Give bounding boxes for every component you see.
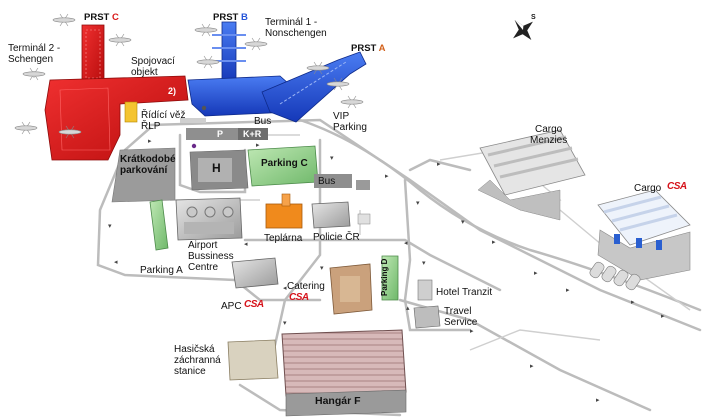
svg-text:▸: ▸	[470, 327, 474, 335]
svg-text:▸: ▸	[566, 286, 570, 294]
pier-a-label: PRST A	[351, 43, 386, 54]
apc-label: APC	[221, 301, 242, 312]
pier-c-letter: C	[111, 12, 119, 23]
bus-station-lot	[314, 174, 352, 188]
parking-a-label: Parking A	[140, 265, 183, 276]
pier-b-label: PRST B	[213, 12, 248, 23]
travel-service-building	[413, 305, 441, 329]
pier-c-label: PRST C	[84, 12, 119, 23]
marker-2-label: 2)	[168, 86, 177, 96]
svg-text:▸: ▸	[385, 172, 389, 180]
hangar-f-building	[281, 329, 407, 417]
road-cargo-link	[408, 158, 472, 172]
terminal-2-building	[44, 24, 189, 161]
terminal-2-main	[44, 75, 189, 161]
road-main-diagonal	[148, 118, 702, 332]
hotel-label: Hotel Tranzit	[436, 287, 493, 298]
marker-dot	[191, 143, 197, 149]
csa-logo-catering: CSA	[289, 292, 309, 303]
svg-text:▸: ▸	[661, 312, 665, 320]
svg-text:◂: ◂	[404, 239, 408, 247]
hangar-f-label: Hangár F	[315, 395, 361, 407]
svg-text:▾: ▾	[320, 264, 324, 272]
csa-logo-apc: CSA	[244, 299, 264, 310]
compass-mark: S	[531, 14, 536, 21]
svg-text:▸: ▸	[148, 137, 152, 145]
terminal-1-label: Terminál 1 -Nonschengen	[265, 17, 327, 39]
svg-text:▸: ▸	[631, 298, 635, 306]
pier-c	[81, 24, 105, 83]
control-tower	[124, 101, 138, 123]
cargo-menzies-building	[477, 129, 586, 221]
kiss-ride-label: K+R	[243, 129, 262, 139]
parking-d	[381, 255, 399, 301]
h-label: H	[212, 161, 221, 175]
bus-top-label: Bus	[254, 116, 272, 127]
cargo-label: Cargo	[634, 183, 662, 194]
police-building	[311, 201, 351, 229]
pier-b-letter: B	[240, 12, 248, 23]
svg-text:▾: ▾	[108, 222, 112, 230]
parking-d-label: Parking D	[380, 258, 389, 296]
airport-business-centre	[175, 197, 243, 241]
road-east-loop	[403, 178, 472, 332]
terminal-1-building	[187, 21, 367, 123]
svg-text:▸: ▸	[492, 238, 496, 246]
compass-rose	[513, 20, 533, 40]
svg-text:▾: ▾	[283, 319, 287, 327]
svg-text:▸: ▸	[530, 362, 534, 370]
road-west-loop	[96, 126, 237, 282]
catering-label: Catering	[287, 281, 325, 292]
road-middle-horizontal	[243, 238, 502, 292]
svg-text:◂: ◂	[244, 240, 248, 248]
svg-text:▾: ▾	[416, 199, 420, 207]
police-label: Policie ČR	[313, 232, 360, 243]
parking-p-lot	[186, 128, 242, 140]
parking-c-label: Parking C	[261, 158, 308, 169]
pier-a	[261, 51, 367, 123]
hotel-building	[417, 279, 433, 301]
parking-a	[149, 199, 169, 251]
pier-b	[221, 21, 237, 83]
teplarna-label: Teplárna	[264, 233, 303, 244]
cargo-csa-building	[597, 189, 691, 281]
svg-text:▸: ▸	[534, 269, 538, 277]
apc-building	[231, 257, 279, 289]
svg-text:◂: ◂	[114, 258, 118, 266]
svg-text:▸: ▸	[596, 396, 600, 404]
bus-mid-label: Bus	[318, 176, 336, 187]
teplarna-building	[265, 193, 303, 229]
airplane-icons	[14, 13, 364, 139]
svg-text:◂: ◂	[283, 284, 287, 292]
fire-station-building	[227, 339, 279, 381]
svg-text:▾: ▾	[422, 259, 426, 267]
kiss-ride-lot	[238, 128, 268, 140]
svg-text:▴: ▴	[406, 304, 410, 312]
csa-logo-cargo: CSA	[667, 181, 687, 192]
road-central-vertical	[273, 138, 322, 347]
parking-p-label: P	[217, 129, 224, 139]
short-term-parking	[111, 147, 176, 203]
road-arrows: ▸ ▸ ▾ ▸ ▾ ▸ ▾ ▸ ◂ ◂ ▾ ▾ ▴ ▸ ▸ ▸ ▸ ▸ ▸ ▸ ▾ ◂ ◂ ▾	[108, 137, 665, 404]
fuel-tanks	[589, 261, 641, 291]
svg-text:▸: ▸	[437, 160, 441, 168]
pier-a-letter: A	[378, 43, 386, 54]
svg-text:▾: ▾	[330, 154, 334, 162]
svg-text:▾: ▾	[461, 218, 465, 226]
terminal-2-label: Terminál 2 -Schengen	[8, 43, 61, 65]
svg-text:▸: ▸	[256, 141, 260, 149]
